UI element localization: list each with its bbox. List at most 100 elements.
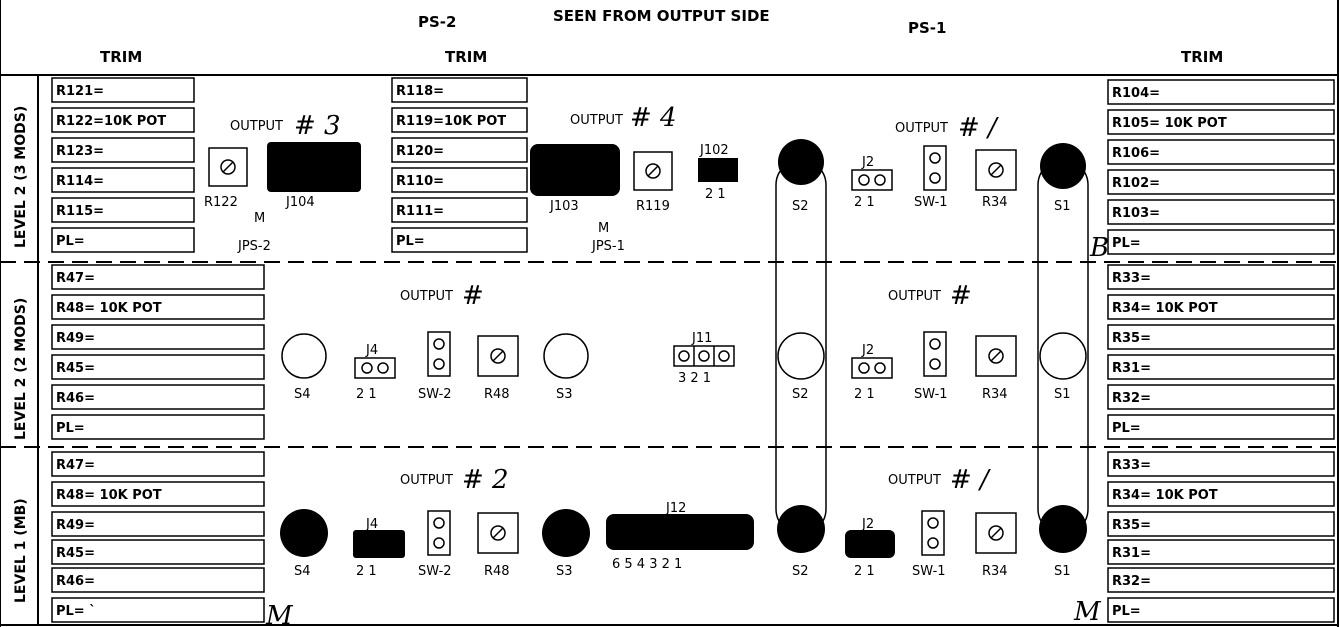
table-cell: R45= <box>56 546 95 561</box>
switch-sw2-mid <box>427 331 451 377</box>
side-label-level2-2mods: LEVEL 2 (2 MODS) <box>13 298 29 440</box>
side-label-level2-3mods: LEVEL 2 (3 MODS) <box>13 106 29 248</box>
output-mid-left-number: # <box>462 281 484 311</box>
table-cell: R123= <box>56 144 104 159</box>
table-cell: R47= <box>56 271 95 286</box>
table-cell: R111= <box>396 204 444 219</box>
j11-pins: 3 2 1 <box>678 371 711 386</box>
j2-top-label: J2 <box>861 155 874 170</box>
standoff-s1-mid <box>1039 332 1087 380</box>
jps2-label: JPS-2 <box>237 239 271 254</box>
trim-table-ps1-right-top-text: R104= R105= 10K POT R106= R102= R103= PL… <box>1112 86 1227 251</box>
sw1-mid-label: SW-1 <box>914 387 948 402</box>
s2-mid-label: S2 <box>792 387 809 402</box>
standoff-s1-top <box>1040 143 1086 189</box>
table-cell: R32= <box>1112 574 1151 589</box>
trim-table-level2-2mods-right-text: R33= R34= 10K POT R35= R31= R32= PL= <box>1112 271 1218 436</box>
trim-table-level2-2mods-left <box>51 264 265 440</box>
s2-top-label: S2 <box>792 199 809 214</box>
trim-table-ps2-mid-text: R118= R119=10K POT R120= R110= R111= PL= <box>396 84 506 249</box>
handwritten-m-left: M <box>265 601 294 627</box>
table-cell: PL= <box>56 421 85 436</box>
output-2-number: # 2 <box>462 465 509 495</box>
connector-j12-redacted <box>606 514 754 550</box>
j103-label: J103 <box>549 199 579 214</box>
connector-j4-bot-redacted <box>353 530 405 558</box>
s3-mid-label: S3 <box>556 387 573 402</box>
table-cell: R104= <box>1112 86 1160 101</box>
m-label-2: M <box>598 221 609 236</box>
s1-bot-label: S1 <box>1054 564 1071 579</box>
j2-bot-pins: 2 1 <box>854 564 875 579</box>
ps1-label: PS-1 <box>908 19 946 37</box>
trim-pot-r48-mid <box>477 335 519 377</box>
sw1-top-label: SW-1 <box>914 195 948 210</box>
trim-table-level1-right-text: R33= R34= 10K POT R35= R31= R32= PL= <box>1112 458 1218 619</box>
connector-j2-bot-redacted <box>845 530 895 558</box>
table-cell: R46= <box>56 391 95 406</box>
trim-pot-r122 <box>208 147 248 187</box>
table-cell: R119=10K POT <box>396 114 506 129</box>
sw1-bot-label: SW-1 <box>912 564 946 579</box>
trim-pot-r48-bot <box>477 512 519 554</box>
table-cell: R49= <box>56 518 95 533</box>
r34-mid-label: R34 <box>982 387 1008 402</box>
sw2-bot-label: SW-2 <box>418 564 452 579</box>
j4-bot-label: J4 <box>365 517 378 532</box>
table-cell: PL= <box>56 234 85 249</box>
r122-label: R122 <box>204 195 238 210</box>
j2-top-pins: 2 1 <box>854 195 875 210</box>
output-4-label: OUTPUT <box>570 113 623 128</box>
j102-label: J102 <box>699 143 729 158</box>
seen-from-output-label: SEEN FROM OUTPUT SIDE <box>553 7 770 25</box>
table-cell: R110= <box>396 174 444 189</box>
output-3-number: # 3 <box>294 111 341 141</box>
table-cell: R47= <box>56 458 95 473</box>
connector-j102-redacted <box>698 158 738 182</box>
output-4-number: # 4 <box>630 103 677 133</box>
standoff-s1-bot <box>1039 505 1087 553</box>
table-cell: R106= <box>1112 146 1160 161</box>
output-mid-right-number: # <box>950 281 972 311</box>
level-separators <box>0 261 1338 448</box>
table-cell: R34= 10K POT <box>1112 488 1218 503</box>
table-cell: R114= <box>56 174 104 189</box>
table-cell: R120= <box>396 144 444 159</box>
output-mid-left-label: OUTPUT <box>400 289 453 304</box>
table-cell: PL= <box>1112 604 1141 619</box>
output-1-top-label: OUTPUT <box>895 121 948 136</box>
trim-table-level2-2mods-right <box>1107 264 1335 440</box>
output-1-top-number: # / <box>958 113 999 143</box>
output-1-bot-number: # / <box>950 465 991 495</box>
trim-pot-r34-top <box>975 149 1017 191</box>
j12-pins: 6 5 4 3 2 1 <box>612 557 682 572</box>
standoff-s4-mid <box>281 333 327 379</box>
r34-top-label: R34 <box>982 195 1008 210</box>
jps1-label: JPS-1 <box>591 239 625 254</box>
m-label-1: M <box>254 211 265 226</box>
standoff-s2-top <box>778 139 824 185</box>
trim-table-ps1-right-top <box>1107 79 1335 255</box>
output-mid-right-label: OUTPUT <box>888 289 941 304</box>
trim-right-label: TRIM <box>1181 48 1223 66</box>
table-cell: R118= <box>396 84 444 99</box>
trim-mid-label: TRIM <box>445 48 487 66</box>
table-cell: PL= <box>1112 421 1141 436</box>
connector-j103-redacted <box>530 144 620 196</box>
table-cell: R105= 10K POT <box>1112 116 1227 131</box>
r48-mid-label: R48 <box>484 387 510 402</box>
table-cell: R31= <box>1112 546 1151 561</box>
j2-mid-pins: 2 1 <box>854 387 875 402</box>
output-1-bot-label: OUTPUT <box>888 473 941 488</box>
switch-sw1-mid <box>923 331 947 377</box>
table-cell: R102= <box>1112 176 1160 191</box>
table-cell: R122=10K POT <box>56 114 166 129</box>
output-3-label: OUTPUT <box>230 119 283 134</box>
s1-top-label: S1 <box>1054 199 1071 214</box>
standoff-s3-mid <box>543 333 589 379</box>
output-2-label: OUTPUT <box>400 473 453 488</box>
trim-table-ps2-mid <box>391 77 528 253</box>
